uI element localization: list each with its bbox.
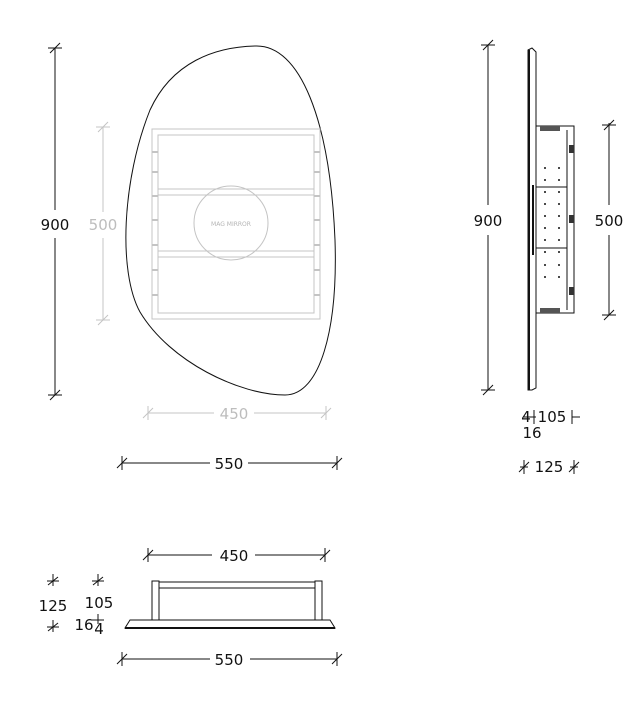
- side-mirror-thickness-label: 4: [521, 408, 531, 426]
- top-panel-label: 16: [74, 616, 93, 634]
- frame-height-dimension: [96, 121, 110, 326]
- top-frame: [151, 580, 323, 621]
- frame-width-dimension: [142, 406, 332, 420]
- top-frame-width-dimension: [142, 548, 331, 562]
- height-dimension: [48, 42, 62, 401]
- top-frame-width-label: 450: [220, 547, 249, 565]
- top-total-depth-label: 125: [39, 597, 68, 615]
- side-frame-height-dimension: [602, 119, 616, 321]
- side-panel-label: 16: [522, 424, 541, 442]
- width-dimension: [116, 456, 343, 470]
- frame-holes: [544, 167, 560, 278]
- side-frame-height-label: 500: [595, 212, 624, 230]
- top-mirror-thickness-label: 4: [94, 620, 104, 638]
- mag-mirror-label: MAG MIRROR: [211, 221, 251, 228]
- mag-mirror-circle: [193, 185, 269, 261]
- width-label: 550: [215, 455, 244, 473]
- top-width-dimension: [116, 652, 343, 666]
- side-height-label: 900: [474, 212, 503, 230]
- top-view: 450 550 125 105 16 4: [39, 547, 343, 669]
- side-total-depth-label: 125: [535, 458, 564, 476]
- height-label: 900: [41, 216, 70, 234]
- frame-width-label: 450: [220, 405, 249, 423]
- top-frame-depth-label: 105: [85, 594, 114, 612]
- front-view: MAG MIRROR 900 500 450 550: [41, 42, 343, 473]
- side-height-dimension: [481, 39, 495, 396]
- side-view: 900 500 4 105 16 125: [474, 39, 624, 476]
- side-frame: [535, 125, 575, 314]
- mirror-outline: [125, 45, 336, 396]
- top-mirror-panel: [124, 619, 336, 629]
- frame-height-label: 500: [89, 216, 118, 234]
- side-frame-depth-label: 105: [538, 408, 567, 426]
- top-width-label: 550: [215, 651, 244, 669]
- mounting-frame: [151, 128, 321, 320]
